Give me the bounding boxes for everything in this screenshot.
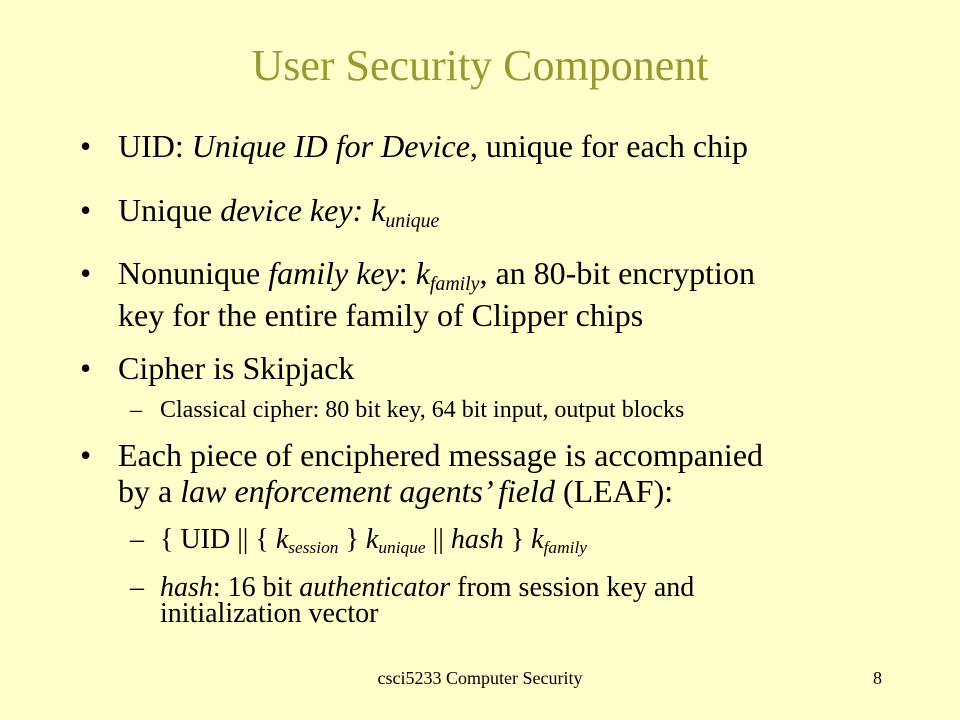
slide-title: User Security Component (251, 41, 709, 90)
bullet-glyph: • (80, 350, 92, 386)
page-number: 8 (873, 668, 882, 688)
subbullet-text: hash: 16 bit authenticator from session … (160, 572, 695, 603)
dash-glyph: – (130, 524, 144, 555)
dash-glyph: – (130, 572, 144, 603)
bullet-text-line2: by a law enforcement agents’ field (LEAF… (118, 473, 674, 509)
subbullet-text: Classical cipher: 80 bit key, 64 bit inp… (160, 397, 685, 423)
bullet-text: Each piece of enciphered message is acco… (118, 437, 764, 473)
bullet-glyph: • (80, 255, 92, 291)
dash-glyph: – (130, 397, 142, 423)
leaf-formula: { UID || { ksession } kunique || hash } … (160, 524, 587, 558)
bullet-text: Unique device key: kunique (118, 192, 440, 232)
bullet-glyph: • (80, 437, 92, 473)
subbullet-text-line2: initialization vector (160, 598, 379, 629)
bullet-text-line2: key for the entire family of Clipper chi… (118, 297, 644, 333)
bullet-glyph: • (80, 128, 92, 164)
bullet-text: Cipher is Skipjack (118, 350, 355, 386)
bullet-text: Nonunique family key: kfamily, an 80-bit… (118, 255, 755, 295)
bullet-glyph: • (80, 192, 92, 228)
bullet-text: UID: Unique ID for Device, unique for ea… (118, 128, 748, 164)
footer-course: csci5233 Computer Security (377, 668, 583, 688)
